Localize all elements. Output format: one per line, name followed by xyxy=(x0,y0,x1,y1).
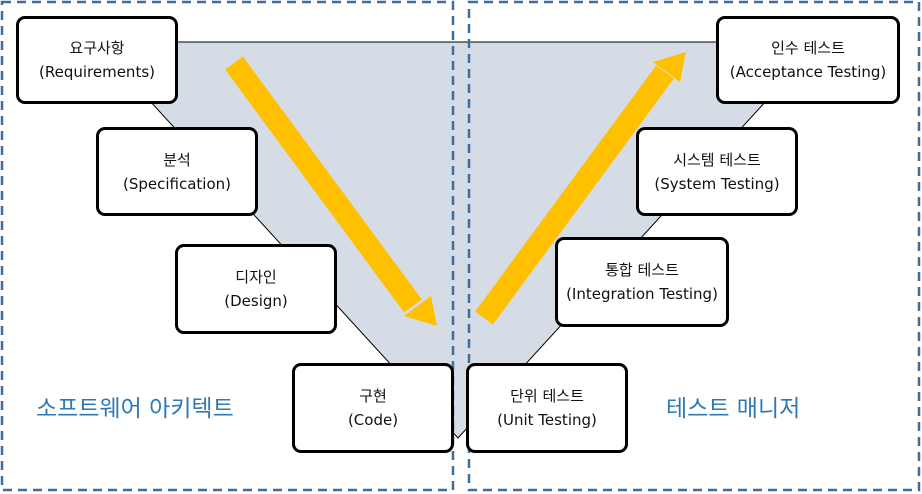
down-arrow xyxy=(225,56,437,326)
step-title: 디자인 xyxy=(235,268,277,286)
left-panel-border xyxy=(0,0,455,492)
step-subtitle: (Integration Testing) xyxy=(566,285,718,303)
step-requirements: 요구사항 (Requirements) xyxy=(16,16,178,104)
right-panel-border xyxy=(467,0,921,492)
software-architect-label: 소프트웨어 아키텍트 xyxy=(36,396,234,422)
step-subtitle: (Specification) xyxy=(122,174,231,193)
step-unit-testing: 단위 테스트 (Unit Testing) xyxy=(466,363,628,453)
test-manager-label: 테스트 매니저 xyxy=(666,396,801,422)
step-subtitle: (Design) xyxy=(224,292,288,310)
step-subtitle: (Unit Testing) xyxy=(497,411,597,429)
step-title: 단위 테스트 xyxy=(510,387,584,405)
step-design: 디자인 (Design) xyxy=(175,244,337,334)
step-title: 요구사항 xyxy=(69,39,125,57)
step-acceptance-testing: 인수 테스트 (Acceptance Testing) xyxy=(716,16,900,104)
step-title: 시스템 테스트 xyxy=(673,150,761,169)
step-title: 구현 xyxy=(359,387,387,405)
step-specification: 분석 (Specification) xyxy=(96,127,258,216)
step-title: 분석 xyxy=(163,150,191,169)
up-arrow xyxy=(475,52,686,325)
step-title: 인수 테스트 xyxy=(771,39,845,57)
step-integration-testing: 통합 테스트 (Integration Testing) xyxy=(555,237,729,327)
step-title: 통합 테스트 xyxy=(605,261,679,279)
step-subtitle: (Code) xyxy=(347,411,399,429)
step-subtitle: (Acceptance Testing) xyxy=(729,63,887,81)
step-system-testing: 시스템 테스트 (System Testing) xyxy=(636,127,798,216)
step-subtitle: (System Testing) xyxy=(654,174,780,193)
step-subtitle: (Requirements) xyxy=(39,63,155,81)
step-code: 구현 (Code) xyxy=(292,363,454,453)
